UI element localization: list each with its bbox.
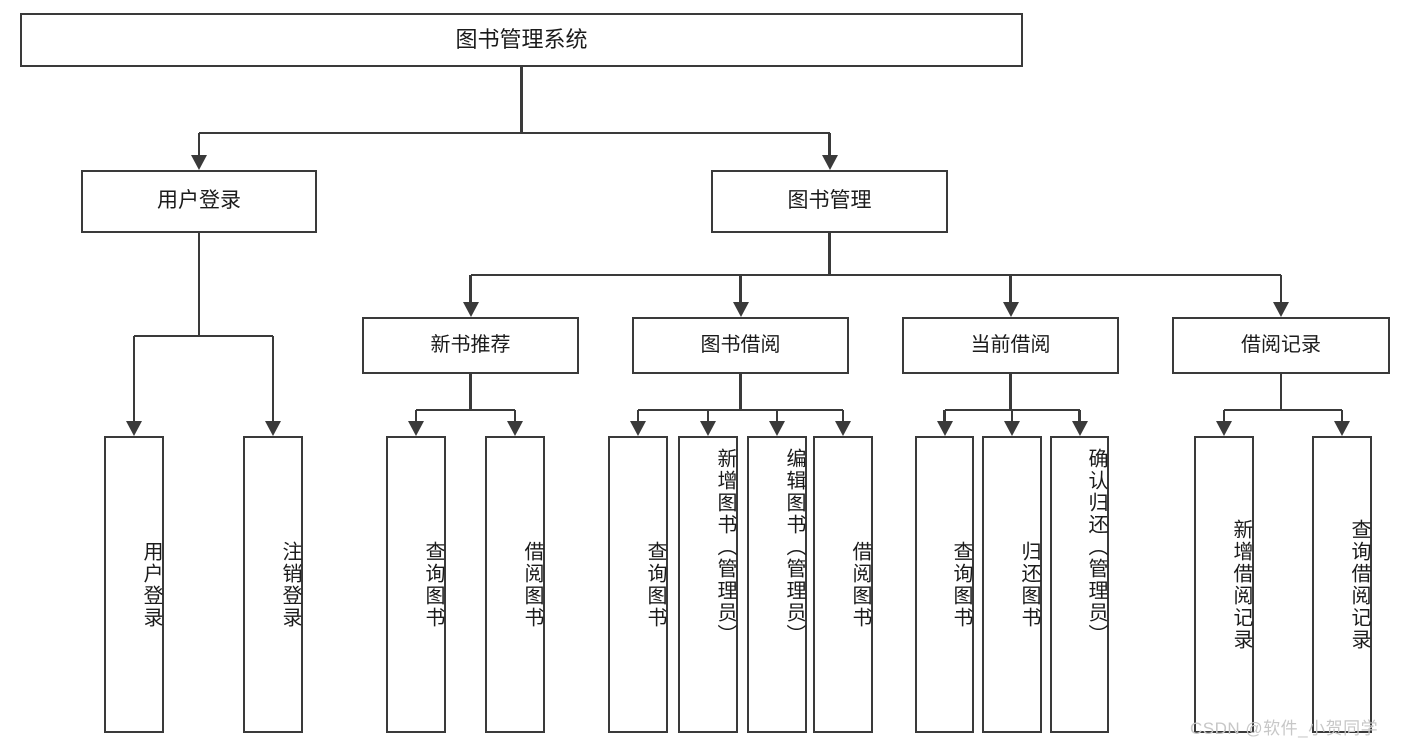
connector-vertical: [1010, 410, 1014, 422]
connector-vertical: [636, 410, 640, 422]
connector-vertical: [739, 374, 742, 410]
node-book-borrow[interactable]: 图书借阅: [632, 317, 849, 374]
connector-vertical: [828, 133, 831, 156]
connector-arrowhead: [1071, 421, 1088, 436]
node-user-login[interactable]: 用户登录: [81, 170, 317, 233]
connector-horizontal: [416, 408, 515, 412]
leaf-node-4[interactable]: 查询图书: [608, 436, 668, 733]
connector-arrowhead: [126, 421, 142, 436]
node-label: 借阅图书: [849, 540, 871, 629]
node-label: 查询借阅记录: [1348, 518, 1370, 651]
node-label: 图书管理: [787, 189, 872, 213]
connector-vertical: [828, 233, 831, 275]
connector-vertical: [1222, 410, 1226, 422]
connector-arrowhead: [821, 155, 838, 170]
connector-arrowhead: [1004, 421, 1020, 436]
node-label: 当前借阅: [970, 333, 1051, 356]
connector-vertical: [1279, 275, 1283, 303]
connector-arrowhead: [1216, 421, 1232, 436]
connector-arrowhead: [700, 421, 716, 436]
connector-arrowhead: [936, 421, 953, 436]
leaf-node-3[interactable]: 借阅图书: [485, 436, 545, 733]
connector-vertical: [775, 410, 779, 422]
connector-arrowhead: [769, 421, 785, 436]
node-label: 图书管理系统: [455, 27, 588, 53]
connector-vertical: [520, 67, 523, 133]
connector-vertical: [1009, 374, 1012, 410]
connector-vertical: [1009, 275, 1012, 303]
connector-horizontal: [199, 131, 830, 135]
connector-vertical: [1078, 410, 1081, 422]
connector-vertical: [197, 233, 201, 336]
leaf-node-0[interactable]: 用户登录: [104, 436, 164, 733]
leaf-node-8[interactable]: 查询图书: [915, 436, 974, 733]
node-label: 查询图书: [950, 540, 972, 629]
node-label: 新书推荐: [430, 333, 511, 356]
connector-arrowhead: [630, 421, 646, 436]
node-label: 编辑图书（管理员）: [783, 448, 805, 646]
connector-arrowhead: [835, 421, 851, 436]
connector-vertical: [706, 410, 710, 422]
connector-arrowhead: [1334, 421, 1350, 436]
node-label: 图书借阅: [700, 333, 781, 356]
leaf-node-11[interactable]: 新增借阅记录: [1194, 436, 1254, 733]
node-label: 新增图书（管理员）: [714, 448, 736, 646]
node-label: 用户登录: [140, 540, 162, 629]
connector-vertical: [197, 133, 201, 156]
node-borrow-record[interactable]: 借阅记录: [1172, 317, 1390, 374]
leaf-node-7[interactable]: 借阅图书: [813, 436, 873, 733]
connector-vertical: [271, 336, 275, 422]
leaf-node-1[interactable]: 注销登录: [243, 436, 303, 733]
connector-horizontal: [134, 334, 273, 338]
node-label: 确认归还（管理员）: [1085, 448, 1107, 646]
connector-horizontal: [1224, 408, 1342, 412]
connector-arrowhead: [265, 421, 281, 436]
node-root-system[interactable]: 图书管理系统: [20, 13, 1023, 67]
connector-arrowhead: [732, 302, 749, 317]
connector-arrowhead: [408, 421, 424, 436]
node-label: 新增借阅记录: [1230, 518, 1252, 651]
connector-vertical: [943, 410, 946, 422]
node-label: 借阅记录: [1241, 333, 1321, 356]
connector-arrowhead: [1002, 302, 1019, 317]
leaf-node-6[interactable]: 编辑图书（管理员）: [747, 436, 807, 733]
connector-vertical: [841, 410, 845, 422]
node-label: 注销登录: [279, 540, 301, 629]
connector-vertical: [414, 410, 418, 422]
connector-arrowhead: [1273, 302, 1289, 317]
connector-vertical: [469, 374, 472, 410]
node-label: 查询图书: [422, 540, 444, 629]
connector-vertical: [513, 410, 517, 422]
node-label: 借阅图书: [521, 540, 543, 629]
connector-vertical: [132, 336, 136, 422]
connector-horizontal: [470, 273, 1281, 277]
node-book-management[interactable]: 图书管理: [711, 170, 948, 233]
connector-vertical: [739, 275, 742, 303]
node-label: 归还图书: [1018, 540, 1040, 629]
connector-arrowhead: [191, 155, 207, 170]
node-label: 用户登录: [157, 189, 241, 213]
leaf-node-12[interactable]: 查询借阅记录: [1312, 436, 1372, 733]
node-label: 查询图书: [644, 540, 666, 629]
connector-arrowhead: [462, 302, 479, 317]
leaf-node-10[interactable]: 确认归还（管理员）: [1050, 436, 1109, 733]
connector-vertical: [1279, 374, 1283, 410]
node-current-borrow[interactable]: 当前借阅: [902, 317, 1119, 374]
leaf-node-5[interactable]: 新增图书（管理员）: [678, 436, 738, 733]
leaf-node-9[interactable]: 归还图书: [982, 436, 1042, 733]
connector-vertical: [469, 275, 472, 303]
connector-vertical: [1340, 410, 1344, 422]
connector-horizontal: [638, 408, 843, 412]
connector-arrowhead: [507, 421, 523, 436]
leaf-node-2[interactable]: 查询图书: [386, 436, 446, 733]
node-new-book-recommend[interactable]: 新书推荐: [362, 317, 579, 374]
